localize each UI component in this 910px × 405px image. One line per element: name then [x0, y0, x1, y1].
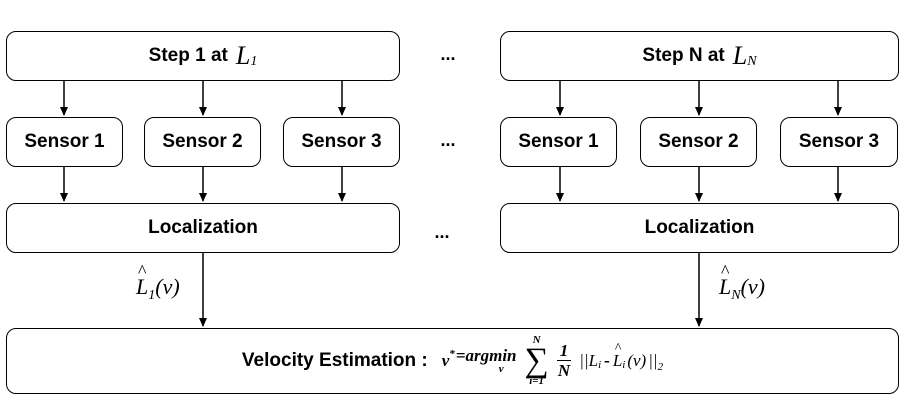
sensor-left-3: Sensor 3 [283, 117, 400, 167]
formula-arg: (v) [627, 351, 647, 370]
formula-star: * [449, 348, 455, 360]
step-n-sub: N [747, 54, 757, 69]
sum-icon: ∑ [524, 342, 549, 379]
formula-sum-top: N [532, 334, 541, 346]
formula-hat-i: i [622, 359, 626, 371]
formula-norm-close: || [648, 351, 658, 370]
top-ellipsis: ... [440, 44, 456, 64]
sensor-right-1: Sensor 1 [500, 117, 617, 167]
velocity-estimation-box: Velocity Estimation : v* =argmin v N ∑ i… [6, 328, 899, 394]
estimate-left-var: L [136, 274, 149, 299]
formula-argmin: =argmin [455, 346, 517, 365]
estimate-right-sub: N [731, 288, 741, 303]
estimate-left-label: ^L1(v) [136, 261, 180, 303]
localization-right-box: Localization [500, 203, 899, 253]
formula-sum-bottom: i=1 [529, 375, 545, 387]
estimate-right-arg: (v) [740, 274, 766, 299]
step-1-sub: 1 [250, 54, 258, 69]
formula-frac-den: N [557, 360, 571, 380]
sensor-right-3: Sensor 3 [780, 117, 898, 167]
localization-ellipsis: ... [434, 222, 450, 242]
sensor-left-2: Sensor 2 [144, 117, 261, 167]
sensor-left-1: Sensor 1 [6, 117, 123, 167]
formula-norm-open: ||L [579, 351, 599, 370]
formula-frac-num: 1 [556, 341, 572, 361]
sensor-right-2: Sensor 2 [640, 117, 757, 167]
velocity-label: Velocity Estimation : [241, 350, 428, 371]
estimate-left-arg: (v) [155, 274, 180, 299]
formula-norm-sub: 2 [657, 361, 664, 373]
step-1-label: Step 1 at [148, 45, 228, 66]
localization-left-box: Localization [6, 203, 400, 253]
formula-hat-l: L [612, 351, 623, 370]
formula-minus: - [604, 351, 610, 370]
formula-lhs: v [441, 351, 450, 370]
estimate-right-var: L [719, 274, 732, 299]
step-1-var: L [235, 41, 251, 70]
step-n-label: Step N at [642, 45, 725, 66]
estimate-right-label: ^LN(v) [719, 261, 766, 303]
step-n-var: L [732, 41, 748, 70]
formula-argmin-sub: v [498, 363, 504, 375]
formula-norm-i: i [598, 359, 602, 371]
estimate-left-sub: 1 [148, 288, 156, 303]
sensor-ellipsis: ... [440, 130, 456, 150]
